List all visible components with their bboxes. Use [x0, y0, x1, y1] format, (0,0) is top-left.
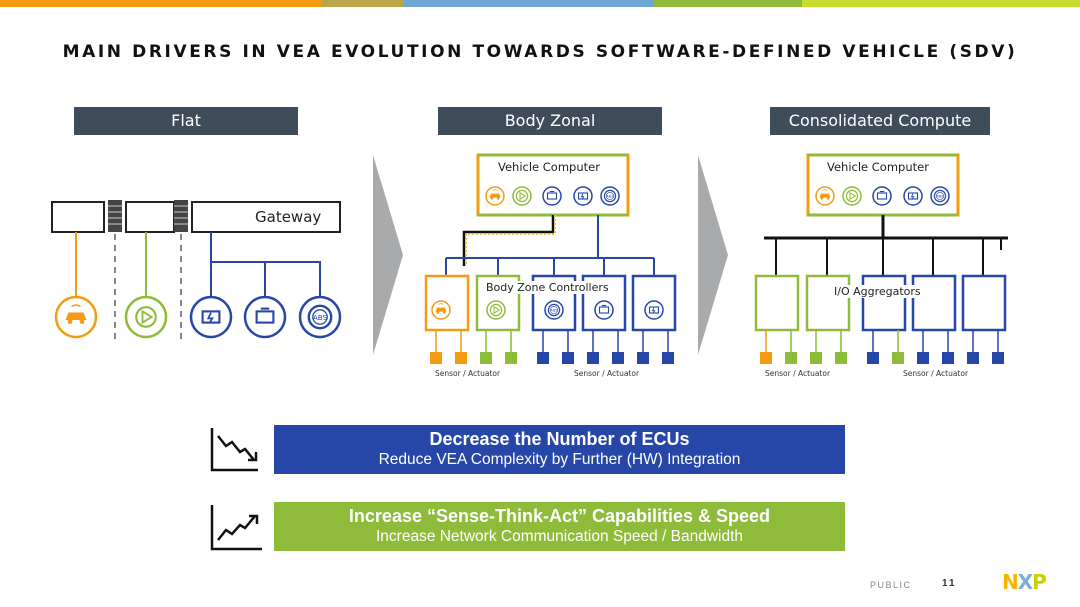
consolidated-diagram: [754, 153, 1008, 364]
body-zonal-heading: Body Zonal: [438, 107, 662, 135]
evolution-arrow: [698, 155, 728, 355]
sensor-actuator-label: Sensor / Actuator: [574, 369, 640, 378]
nxp-logo: NXP: [1002, 570, 1047, 594]
driver-heading: Increase “Sense-Think-Act” Capabilities …: [348, 506, 771, 526]
driver-heading: Decrease the Number of ECUs: [429, 429, 690, 449]
driver-banner-decrease-ecus: Decrease the Number of ECUs Reduce VEA C…: [274, 425, 845, 474]
vehicle-computer-label: Vehicle Computer: [498, 160, 600, 174]
driver-subheading: Reduce VEA Complexity by Further (HW) In…: [378, 451, 741, 468]
driver-subheading: Increase Network Communication Speed / B…: [375, 528, 744, 545]
sensor-actuator-label: Sensor / Actuator: [435, 369, 501, 378]
top-color-stripe: [0, 0, 1080, 7]
flat-ecu-box: [125, 201, 175, 233]
battery-icon: [189, 295, 233, 339]
flat-heading: Flat: [74, 107, 298, 135]
body-zone-controllers-label: Body Zone Controllers: [486, 281, 609, 294]
chart-up-icon: [210, 505, 262, 551]
io-aggregator-box: [961, 274, 1007, 332]
flat-ecu-box: [51, 201, 105, 233]
play-icon: [124, 295, 168, 339]
gateway-box: [191, 201, 341, 233]
car-icon: [54, 295, 98, 339]
ethernet-backbone: [764, 215, 1008, 240]
sensor-actuator-label: Sensor / Actuator: [903, 369, 969, 378]
consolidated-compute-heading: Consolidated Compute: [770, 107, 990, 135]
flat-diagram: [51, 200, 342, 340]
classification-label: PUBLIC: [870, 580, 912, 590]
abs-icon: [298, 295, 342, 339]
vehicle-computer-label: Vehicle Computer: [827, 160, 929, 174]
sensor-actuator-label: Sensor / Actuator: [765, 369, 831, 378]
engine-icon: [243, 295, 287, 339]
body-zonal-diagram: [424, 153, 677, 364]
evolution-arrow: [373, 155, 403, 355]
page-title: MAIN DRIVERS IN VEA EVOLUTION TOWARDS SO…: [62, 42, 1018, 62]
firewall-icon: [174, 200, 188, 232]
page-number: 11: [942, 578, 957, 589]
vehicle-computer-icons: [485, 186, 620, 206]
chart-down-icon: [210, 428, 258, 472]
gateway-label: Gateway: [255, 208, 322, 226]
io-aggregators-label: I/O Aggregators: [834, 285, 921, 298]
zone-controller-box: [631, 274, 677, 332]
driver-banner-increase-capabilities: Increase “Sense-Think-Act” Capabilities …: [274, 502, 845, 551]
io-aggregator-box: [754, 274, 800, 332]
firewall-icon: [108, 200, 122, 232]
